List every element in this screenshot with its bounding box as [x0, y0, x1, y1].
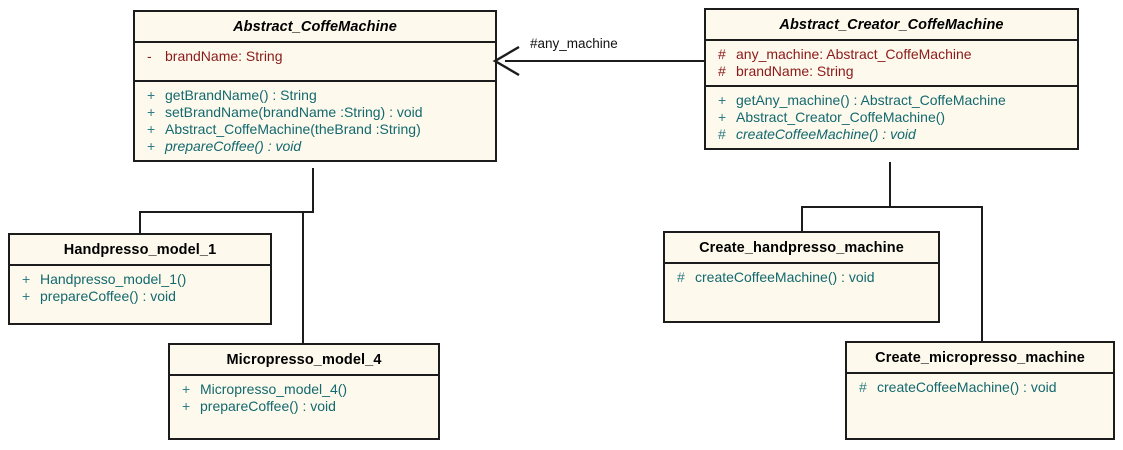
visibility-marker: +: [147, 121, 156, 137]
visibility-marker: +: [22, 271, 31, 287]
method-signature: Micropresso_model_4(): [200, 381, 348, 397]
methods-compartment-abstract-creator-coffemachine: + getAny_machine() : Abstract_CoffeMachi…: [706, 87, 1077, 148]
method-row: + Micropresso_model_4(): [170, 381, 438, 398]
class-box-create-micropresso-machine[interactable]: Create_micropresso_machine # createCoffe…: [845, 341, 1115, 440]
attribute-signature: any_machine: Abstract_CoffeMachine: [736, 46, 972, 62]
attributes-compartment-abstract-creator-coffemachine: # any_machine: Abstract_CoffeMachine # b…: [706, 41, 1077, 87]
attribute-row: # brandName: String: [706, 63, 1077, 80]
class-box-handpresso-model-1[interactable]: Handpresso_model_1 + Handpresso_model_1(…: [8, 233, 272, 325]
association-open-arrowhead: [492, 46, 520, 76]
visibility-marker: #: [677, 269, 685, 285]
attribute-row: # any_machine: Abstract_CoffeMachine: [706, 46, 1077, 63]
attribute-row: - brandName: String: [135, 48, 495, 65]
visibility-marker: #: [718, 46, 726, 62]
method-row: + Abstract_CoffeMachine(theBrand :String…: [135, 121, 495, 138]
generalization-bus-right: [801, 206, 983, 208]
methods-compartment-handpresso-model-1: + Handpresso_model_1() + prepareCoffee()…: [10, 266, 270, 310]
method-row: + prepareCoffee() : void: [135, 138, 495, 155]
method-row: # createCoffeeMachine() : void: [847, 379, 1113, 396]
method-row: + Abstract_Creator_CoffeMachine(): [706, 109, 1077, 126]
generalization-stem-right: [889, 162, 891, 208]
visibility-marker: +: [182, 398, 191, 414]
class-box-micropresso-model-4[interactable]: Micropresso_model_4 + Micropresso_model_…: [168, 343, 440, 440]
class-box-abstract-creator-coffemachine[interactable]: Abstract_Creator_CoffeMachine # any_mach…: [704, 8, 1079, 150]
visibility-marker: +: [147, 87, 156, 103]
method-signature: setBrandName(brandName :String) : void: [165, 104, 423, 120]
method-signature: prepareCoffee() : void: [165, 138, 302, 154]
visibility-marker: #: [718, 63, 726, 79]
association-line-any-machine: [505, 60, 705, 62]
method-row: + prepareCoffee() : void: [170, 398, 438, 415]
methods-compartment-micropresso-model-4: + Micropresso_model_4() + prepareCoffee(…: [170, 376, 438, 420]
generalization-stem-left: [312, 168, 314, 213]
method-signature: Abstract_CoffeMachine(theBrand :String): [165, 121, 421, 137]
class-title-create-micropresso-machine: Create_micropresso_machine: [847, 343, 1113, 374]
method-signature: createCoffeeMachine() : void: [877, 379, 1057, 395]
method-row: + setBrandName(brandName :String) : void: [135, 104, 495, 121]
visibility-marker: -: [147, 48, 152, 64]
method-signature: prepareCoffee() : void: [200, 398, 336, 414]
method-row: + Handpresso_model_1(): [10, 271, 270, 288]
methods-compartment-abstract-coffemachine: + getBrandName() : String + setBrandName…: [135, 82, 495, 160]
method-row: # createCoffeeMachine() : void: [706, 126, 1077, 143]
method-signature: getBrandName() : String: [165, 87, 317, 103]
method-row: + getBrandName() : String: [135, 87, 495, 104]
attribute-signature: brandName: String: [736, 63, 854, 79]
class-title-abstract-creator-coffemachine: Abstract_Creator_CoffeMachine: [706, 10, 1077, 41]
generalization-branch-handpresso: [139, 211, 141, 235]
class-box-create-handpresso-machine[interactable]: Create_handpresso_machine # createCoffee…: [663, 231, 940, 323]
attributes-compartment-abstract-coffemachine: - brandName: String: [135, 43, 495, 82]
visibility-marker: +: [147, 104, 156, 120]
visibility-marker: +: [718, 109, 727, 125]
generalization-branch-micropresso: [302, 211, 304, 345]
generalization-branch-create-micropresso: [981, 206, 983, 343]
method-signature: createCoffeeMachine() : void: [695, 269, 875, 285]
class-title-create-handpresso-machine: Create_handpresso_machine: [665, 233, 938, 264]
visibility-marker: +: [22, 288, 31, 304]
generalization-branch-create-handpresso: [801, 206, 803, 233]
method-signature: Handpresso_model_1(): [40, 271, 187, 287]
method-row: # createCoffeeMachine() : void: [665, 269, 938, 286]
methods-compartment-create-handpresso-machine: # createCoffeeMachine() : void: [665, 264, 938, 291]
class-box-abstract-coffemachine[interactable]: Abstract_CoffeMachine - brandName: Strin…: [133, 10, 497, 162]
association-label-any-machine: #any_machine: [530, 36, 618, 51]
attribute-signature: brandName: String: [165, 48, 283, 64]
generalization-bus-left: [139, 211, 314, 213]
visibility-marker: +: [718, 92, 727, 108]
class-title-micropresso-model-4: Micropresso_model_4: [170, 345, 438, 376]
visibility-marker: #: [859, 379, 867, 395]
visibility-marker: #: [718, 126, 726, 142]
method-row: + prepareCoffee() : void: [10, 288, 270, 305]
method-signature: createCoffeeMachine() : void: [736, 126, 916, 142]
class-title-handpresso-model-1: Handpresso_model_1: [10, 235, 270, 266]
class-title-abstract-coffemachine: Abstract_CoffeMachine: [135, 12, 495, 43]
visibility-marker: +: [182, 381, 191, 397]
visibility-marker: +: [147, 138, 156, 154]
method-signature: Abstract_Creator_CoffeMachine(): [736, 109, 946, 125]
method-signature: prepareCoffee() : void: [40, 288, 176, 304]
methods-compartment-create-micropresso-machine: # createCoffeeMachine() : void: [847, 374, 1113, 401]
method-signature: getAny_machine() : Abstract_CoffeMachine: [736, 92, 1006, 108]
method-row: + getAny_machine() : Abstract_CoffeMachi…: [706, 92, 1077, 109]
